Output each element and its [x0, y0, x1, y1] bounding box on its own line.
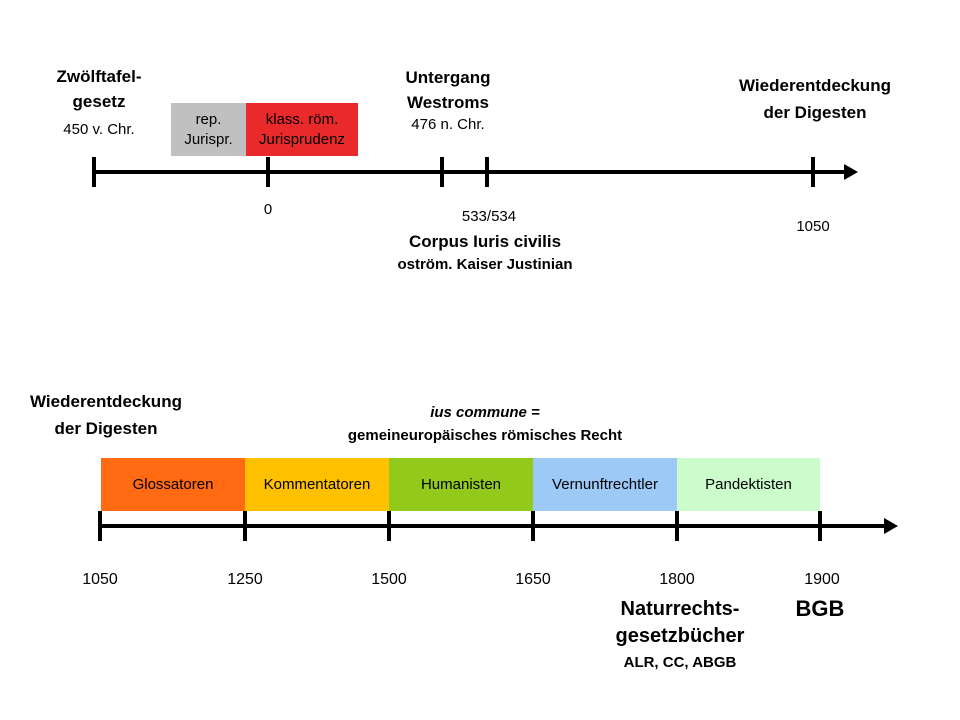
untergang-title: Untergang Westroms: [405, 68, 491, 112]
ius-commune-subtitle: gemeineuropäisches römisches Recht: [347, 427, 623, 444]
rep-jurisprudenz-box: rep. Jurispr.: [171, 103, 246, 156]
corpus-iuris-sub: oström. Kaiser Justinian: [397, 256, 573, 273]
period-pandektisten: Pandektisten: [677, 458, 820, 511]
period-kommentatoren: Kommentatoren: [245, 458, 389, 511]
period-kommentatoren-label: Kommentatoren: [263, 475, 371, 493]
zwoelftafel-date: 450 v. Chr.: [63, 121, 135, 138]
period-glossatoren-label: Glossatoren: [132, 475, 214, 493]
timeline-1-axis: [92, 157, 858, 187]
year-1050-top: 1050: [796, 218, 830, 235]
ius-commune-title: ius commune =: [430, 404, 540, 421]
timeline-2-arrowhead: [884, 518, 898, 534]
timeline-2-axis: [98, 511, 898, 541]
naturrechts-sub: ALR, CC, ABGB: [623, 654, 737, 671]
period-glossatoren: Glossatoren: [101, 458, 245, 511]
year-1650: 1650: [515, 571, 551, 588]
wiederentdeckung-title-1: Wiederentdeckung der Digesten: [739, 76, 891, 122]
period-humanisten-label: Humanisten: [420, 475, 502, 493]
year-1800: 1800: [659, 571, 695, 588]
zwoelftafel-title: Zwölftafel- gesetz: [56, 67, 142, 111]
year-1050-bottom: 1050: [82, 571, 118, 588]
period-vernunftrechtler: Vernunftrechtler: [533, 458, 677, 511]
year-533: 533/534: [461, 208, 517, 225]
year-0: 0: [263, 201, 273, 218]
rep-jurisprudenz-label: rep. Jurispr.: [184, 110, 233, 148]
klass-jurisprudenz-box: klass. röm. Jurisprudenz: [246, 103, 358, 156]
year-1900: 1900: [804, 571, 840, 588]
wiederentdeckung-title-2: Wiederentdeckung der Digesten: [30, 392, 182, 438]
year-1500: 1500: [371, 571, 407, 588]
naturrechts-title: Naturrechts- gesetzbücher: [615, 598, 745, 647]
timeline-1-arrowhead: [844, 164, 858, 180]
year-1250: 1250: [227, 571, 263, 588]
period-pandektisten-label: Pandektisten: [705, 475, 792, 493]
corpus-iuris-title: Corpus Iuris civilis: [408, 232, 562, 251]
period-vernunftrechtler-label: Vernunftrechtler: [552, 475, 658, 493]
untergang-date: 476 n. Chr.: [411, 116, 485, 133]
klass-jurisprudenz-label: klass. röm. Jurisprudenz: [259, 110, 345, 148]
period-humanisten: Humanisten: [389, 458, 533, 511]
bgb-label: BGB: [795, 596, 845, 621]
